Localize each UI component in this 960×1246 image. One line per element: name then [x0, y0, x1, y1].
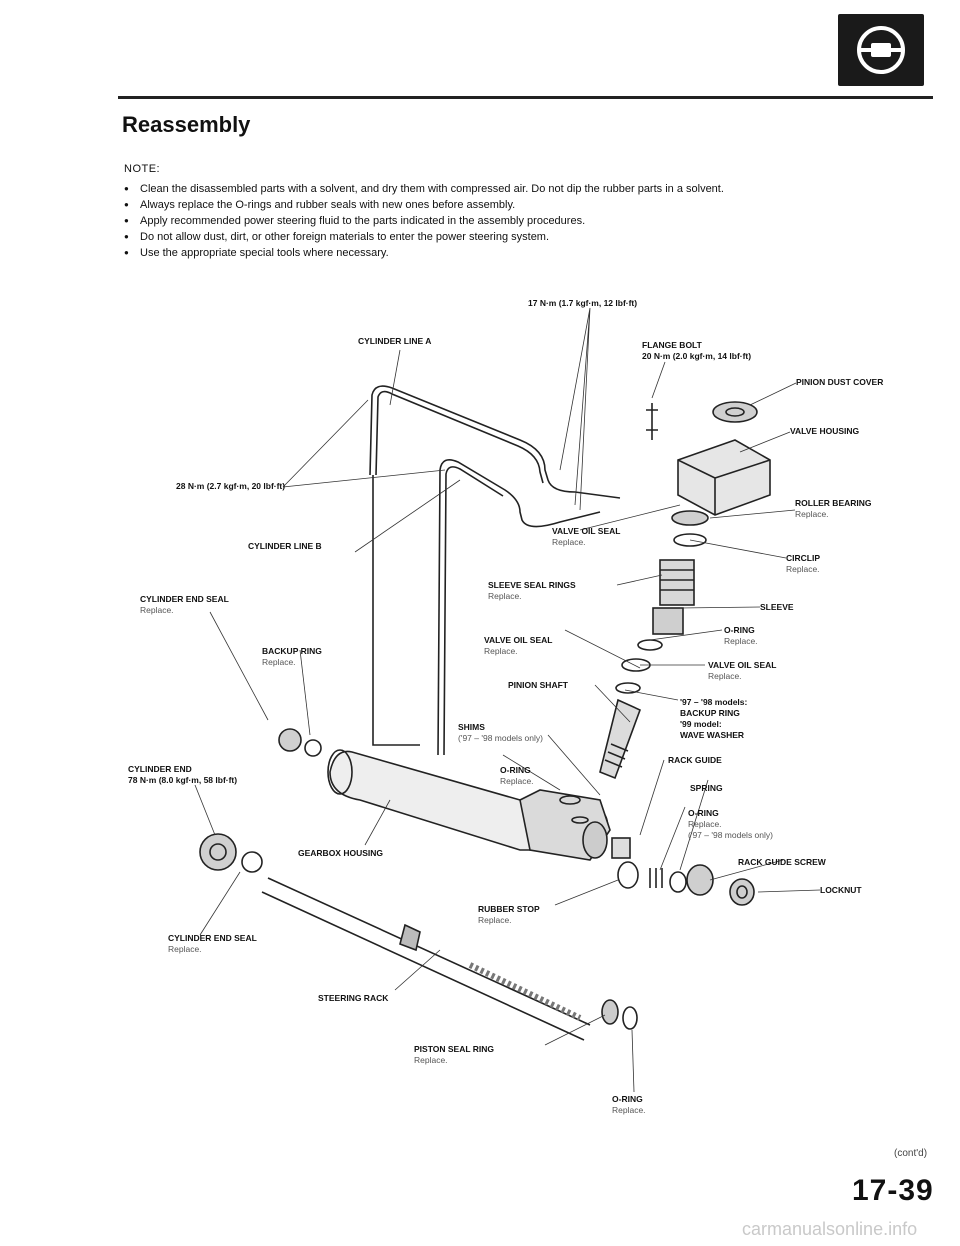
rubber-stop-label: RUBBER STOP Replace.: [478, 904, 540, 926]
steering-rack-label: STEERING RACK: [318, 993, 389, 1003]
o-ring-text: O-RING: [500, 765, 531, 775]
cylinder-end-seal-text: CYLINDER END SEAL: [168, 933, 257, 943]
valve-oil-seal-label-2: VALVE OIL SEAL Replace.: [484, 635, 552, 657]
locknut-label: LOCKNUT: [820, 885, 862, 895]
sleeve-label: SLEEVE: [760, 602, 794, 612]
o-ring-text: O-RING: [612, 1094, 643, 1104]
cylinder-end-torque: 78 N·m (8.0 kgf·m, 58 lbf·ft): [128, 775, 238, 785]
valve-oil-seal-text: VALVE OIL SEAL: [708, 660, 777, 670]
flange-bolt-label: FLANGE BOLT 20 N·m (2.0 kgf·m, 14 lbf·ft…: [642, 340, 751, 362]
valve-housing-label: VALVE HOUSING: [790, 426, 860, 436]
spring-label: SPRING: [690, 783, 723, 793]
valve-oil-seal-text: VALVE OIL SEAL: [552, 526, 621, 536]
roller-bearing-label: ROLLER BEARING Replace.: [795, 498, 872, 520]
cylinder-end: [199, 833, 237, 871]
valve-oil-seal-label-3: VALVE OIL SEAL Replace.: [708, 660, 776, 682]
backup-ring-wave-washer-label: '97 – '98 models: BACKUP RING '99 model:…: [680, 697, 747, 741]
pinion-shaft: [599, 698, 642, 780]
model-99: '99 model:: [680, 719, 722, 729]
rubber-stop-text: RUBBER STOP: [478, 904, 540, 914]
rack-guide-label: RACK GUIDE: [668, 755, 722, 765]
replace-note: Replace.: [552, 537, 586, 547]
replace-note: Replace.: [724, 636, 758, 646]
flange-bolt-text: FLANGE BOLT: [642, 340, 702, 350]
replace-note: Replace.: [414, 1055, 448, 1065]
o-ring-text: O-RING: [688, 808, 719, 818]
notes-list: Clean the disassembled parts with a solv…: [124, 181, 844, 261]
gearbox-housing-label: GEARBOX HOUSING: [298, 848, 384, 858]
sleeve-seal-rings-text: SLEEVE SEAL RINGS: [488, 580, 576, 590]
steering-wheel-icon: [838, 14, 924, 86]
replace-note: Replace.: [140, 605, 174, 615]
note-item: Clean the disassembled parts with a solv…: [124, 181, 844, 197]
backup-ring-text: BACKUP RING: [680, 708, 740, 718]
note-item: Apply recommended power steering fluid t…: [124, 213, 844, 229]
valve-housing: [677, 439, 771, 516]
note-item: Use the appropriate special tools where …: [124, 245, 844, 261]
watermark: carmanualsonline.info: [742, 1219, 918, 1239]
cylinder-line-a: [369, 385, 621, 499]
shims-text: SHIMS: [458, 722, 485, 732]
replace-note: Replace.: [484, 646, 518, 656]
page-number: 17-39: [852, 1174, 934, 1207]
header-rule: [118, 96, 933, 99]
replace-note: Replace.: [168, 944, 202, 954]
piston-seal-ring-label: PISTON SEAL RING Replace.: [414, 1044, 494, 1066]
rack-guide-screw-label: RACK GUIDE SCREW: [738, 857, 826, 867]
circlip-label: CIRCLIP Replace.: [786, 553, 820, 575]
pinion-shaft-label: PINION SHAFT: [508, 680, 568, 690]
valve-oil-seal-label: VALVE OIL SEAL Replace.: [552, 526, 620, 548]
replace-note: Replace.: [262, 657, 296, 667]
replace-note: Replace.: [708, 671, 742, 681]
o-ring-text: O-RING: [724, 625, 755, 635]
o-ring-note: ('97 – '98 models only): [688, 830, 773, 840]
torque-17-label: 17 N·m (1.7 kgf·m, 12 lbf·ft): [528, 298, 638, 308]
o-ring-label-upper: O-RING Replace.: [724, 625, 758, 647]
replace-note: Replace.: [612, 1105, 646, 1115]
replace-note: Replace.: [478, 915, 512, 925]
shims-note: ('97 – '98 models only): [458, 733, 543, 743]
replace-note: Replace.: [688, 819, 722, 829]
cylinder-line-b: [437, 459, 601, 756]
o-ring-label-bottom: O-RING Replace.: [612, 1094, 646, 1116]
steering-rack: [261, 877, 591, 1041]
cylinder-end-text: CYLINDER END: [128, 764, 192, 774]
torque-28-label: 28 N·m (2.7 kgf·m, 20 lbf·ft): [176, 481, 286, 491]
note-item: Do not allow dust, dirt, or other foreig…: [124, 229, 844, 245]
note-item: Always replace the O-rings and rubber se…: [124, 197, 844, 213]
o-ring-label-mid: O-RING Replace.: [500, 765, 534, 787]
o-ring-label-right: O-RING Replace. ('97 – '98 models only): [688, 808, 773, 841]
note-heading: NOTE:: [124, 163, 161, 175]
continued-note: (cont'd): [894, 1148, 928, 1159]
flange-bolt-torque: 20 N·m (2.0 kgf·m, 14 lbf·ft): [642, 351, 752, 361]
backup-ring-text: BACKUP RING: [262, 646, 322, 656]
cylinder-line-a-label: CYLINDER LINE A: [358, 336, 432, 346]
cylinder-end-seal-label-upper: CYLINDER END SEAL Replace.: [140, 594, 229, 616]
cylinder-end-seal-text: CYLINDER END SEAL: [140, 594, 229, 604]
circlip-text: CIRCLIP: [786, 553, 820, 563]
replace-note: Replace.: [795, 509, 829, 519]
roller-bearing-text: ROLLER BEARING: [795, 498, 872, 508]
pinion-dust-cover-label: PINION DUST COVER: [796, 377, 884, 387]
models-97-98: '97 – '98 models:: [680, 697, 748, 707]
shims-label: SHIMS ('97 – '98 models only): [458, 722, 543, 744]
replace-note: Replace.: [500, 776, 534, 786]
piston-seal-ring-text: PISTON SEAL RING: [414, 1044, 494, 1054]
replace-note: Replace.: [488, 591, 522, 601]
page-title: Reassembly: [122, 112, 251, 137]
replace-note: Replace.: [786, 564, 820, 574]
backup-ring-label: BACKUP RING Replace.: [262, 646, 322, 668]
sleeve-seal-rings-label: SLEEVE SEAL RINGS Replace.: [488, 580, 576, 602]
cylinder-end-label: CYLINDER END 78 N·m (8.0 kgf·m, 58 lbf·f…: [128, 764, 237, 786]
valve-oil-seal-text: VALVE OIL SEAL: [484, 635, 553, 645]
cylinder-end-seal-label-lower: CYLINDER END SEAL Replace.: [168, 933, 257, 955]
wave-washer-text: WAVE WASHER: [680, 730, 745, 740]
cylinder-line-b-label: CYLINDER LINE B: [248, 541, 322, 551]
